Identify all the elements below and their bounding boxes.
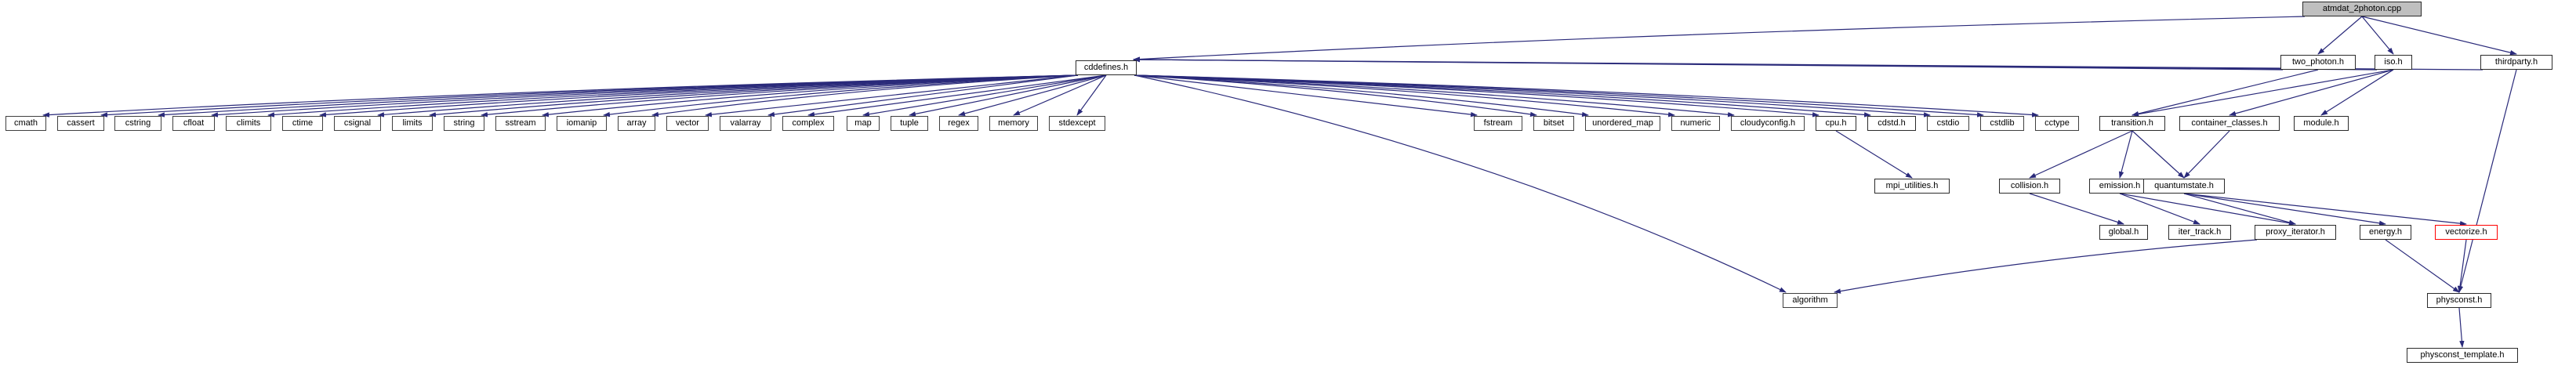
edge-cddefines-h-to-algorithm [1134,74,1787,293]
edge-quantumstate-h-to-vectorize-h [2183,193,2467,226]
graph-node-sstream: sstream [495,116,546,131]
edge-transition-h-to-collision-h [2029,130,2133,179]
edge-atmdat-2photon-cpp-to-thirdparty-h [2361,16,2517,56]
graph-node-bitset: bitset [1533,116,1574,131]
edge-cddefines-h-to-fstream [1134,74,1478,118]
edge-emission-h-to-iter-track-h [2119,193,2200,225]
graph-node-csignal: csignal [334,116,381,131]
edge-physconst-h-to-physconst-template-h [2458,307,2465,348]
graph-node-numeric: numeric [1671,116,1720,131]
graph-node-cstdlib: cstdlib [1980,116,2024,131]
graph-node-cddefines-h[interactable]: cddefines.h [1076,60,1137,75]
graph-node-stdexcept: stdexcept [1049,116,1105,131]
graph-node-string: string [444,116,484,131]
graph-node-emission-h[interactable]: emission.h [2089,179,2150,194]
graph-node-cstdio: cstdio [1927,116,1969,131]
edge-collision-h-to-global-h [2029,193,2124,225]
graph-node-iomanip: iomanip [557,116,607,131]
graph-node-proxy-iterator-h[interactable]: proxy_iterator.h [2255,225,2336,240]
graph-node-transition-h[interactable]: transition.h [2099,116,2165,131]
graph-node-climits: climits [226,116,271,131]
edge-quantumstate-h-to-energy-h [2183,193,2386,226]
edge-cddefines-h-to-cctype [1134,74,2039,118]
edge-atmdat-2photon-cpp-to-iso-h [2361,16,2394,55]
graph-node-mpi-utilities-h[interactable]: mpi_utilities.h [1874,179,1950,194]
edge-cddefines-h-to-vector [705,74,1079,118]
graph-node-vectorize-h[interactable]: vectorize.h [2435,225,2498,240]
graph-node-cfloat: cfloat [172,116,215,131]
edge-iso-h-to-container-classes-h [2229,69,2394,116]
graph-node-cassert: cassert [57,116,104,131]
edge-atmdat-2photon-cpp-to-cddefines-h [1133,16,2306,62]
graph-node-memory: memory [989,116,1038,131]
edge-thirdparty-h-to-physconst-h [2458,69,2517,293]
graph-node-tuple: tuple [891,116,928,131]
graph-node-iter-track-h[interactable]: iter_track.h [2168,225,2231,240]
edge-iso-h-to-transition-h [2132,69,2394,117]
graph-node-cloudyconfig-h: cloudyconfig.h [1731,116,1805,131]
graph-node-global-h[interactable]: global.h [2099,225,2148,240]
graph-node-vector: vector [666,116,709,131]
edge-cddefines-h-to-array [651,74,1079,118]
edge-cpu-h-to-mpi-utilities-h [1835,130,1913,179]
edge-cddefines-h-to-map [862,74,1107,117]
graph-node-module-h[interactable]: module.h [2294,116,2349,131]
edge-cddefines-h-to-complex [807,74,1107,118]
graph-node-valarray: valarray [720,116,771,131]
edge-two-photon-h-to-transition-h [2132,69,2319,117]
graph-node-quantumstate-h[interactable]: quantumstate.h [2143,179,2225,194]
edge-quantumstate-h-to-proxy-iterator-h [2183,193,2296,225]
edge-cddefines-h-to-unordered-map [1134,74,1589,118]
graph-node-iso-h[interactable]: iso.h [2375,55,2412,70]
graph-node-cctype: cctype [2035,116,2079,131]
graph-node-thirdparty-h[interactable]: thirdparty.h [2480,55,2552,70]
graph-node-physconst-template-h[interactable]: physconst_template.h [2407,348,2518,363]
edge-iso-h-to-module-h [2320,69,2394,116]
graph-node-cstring: cstring [114,116,161,131]
edge-cddefines-h-to-valarray [767,74,1079,118]
graph-node-limits: limits [392,116,433,131]
graph-node-complex: complex [782,116,834,131]
graph-node-array: array [618,116,655,131]
edge-cddefines-h-to-memory [1013,74,1107,116]
edge-energy-h-to-physconst-h [2385,239,2460,293]
edge-emission-h-to-proxy-iterator-h [2119,193,2296,226]
edge-cddefines-h-to-iomanip [603,74,1079,118]
graph-node-regex: regex [939,116,978,131]
graph-node-map: map [847,116,880,131]
edge-atmdat-2photon-cpp-to-two-photon-h [2317,16,2363,55]
edge-cddefines-h-to-tuple [909,74,1107,117]
graph-node-physconst-h[interactable]: physconst.h [2427,293,2491,308]
edge-transition-h-to-emission-h [2118,130,2133,179]
graph-node-unordered-map: unordered_map [1585,116,1660,131]
graph-node-energy-h[interactable]: energy.h [2360,225,2411,240]
edge-cddefines-h-to-string [481,74,1079,118]
graph-node-collision-h[interactable]: collision.h [1999,179,2060,194]
edge-transition-h-to-quantumstate-h [2132,130,2185,179]
graph-node-two-photon-h[interactable]: two_photon.h [2280,55,2356,70]
edge-group [42,16,2517,348]
graph-node-cpu-h[interactable]: cpu.h [1816,116,1856,131]
edge-container-classes-h-to-quantumstate-h [2183,130,2230,179]
edge-cddefines-h-to-sstream [542,74,1079,118]
edge-cddefines-h-to-stdexcept [1076,74,1107,116]
graph-node-cdstd-h[interactable]: cdstd.h [1867,116,1916,131]
graph-node-algorithm: algorithm [1783,293,1838,308]
edge-cddefines-h-to-cloudyconfig-h [1134,74,1735,118]
edge-vectorize-h-to-physconst-h [2457,239,2467,293]
edge-proxy-iterator-h-to-algorithm [1834,239,2258,294]
graph-node-cmath: cmath [5,116,46,131]
graph-node-ctime: ctime [282,116,323,131]
graph-node-fstream: fstream [1474,116,1522,131]
graph-node-atmdat-2photon-cpp[interactable]: atmdat_2photon.cpp [2302,2,2422,16]
edge-cddefines-h-to-regex [958,74,1107,116]
graph-node-container-classes-h[interactable]: container_classes.h [2179,116,2280,131]
edge-cddefines-h-to-bitset [1134,74,1537,118]
